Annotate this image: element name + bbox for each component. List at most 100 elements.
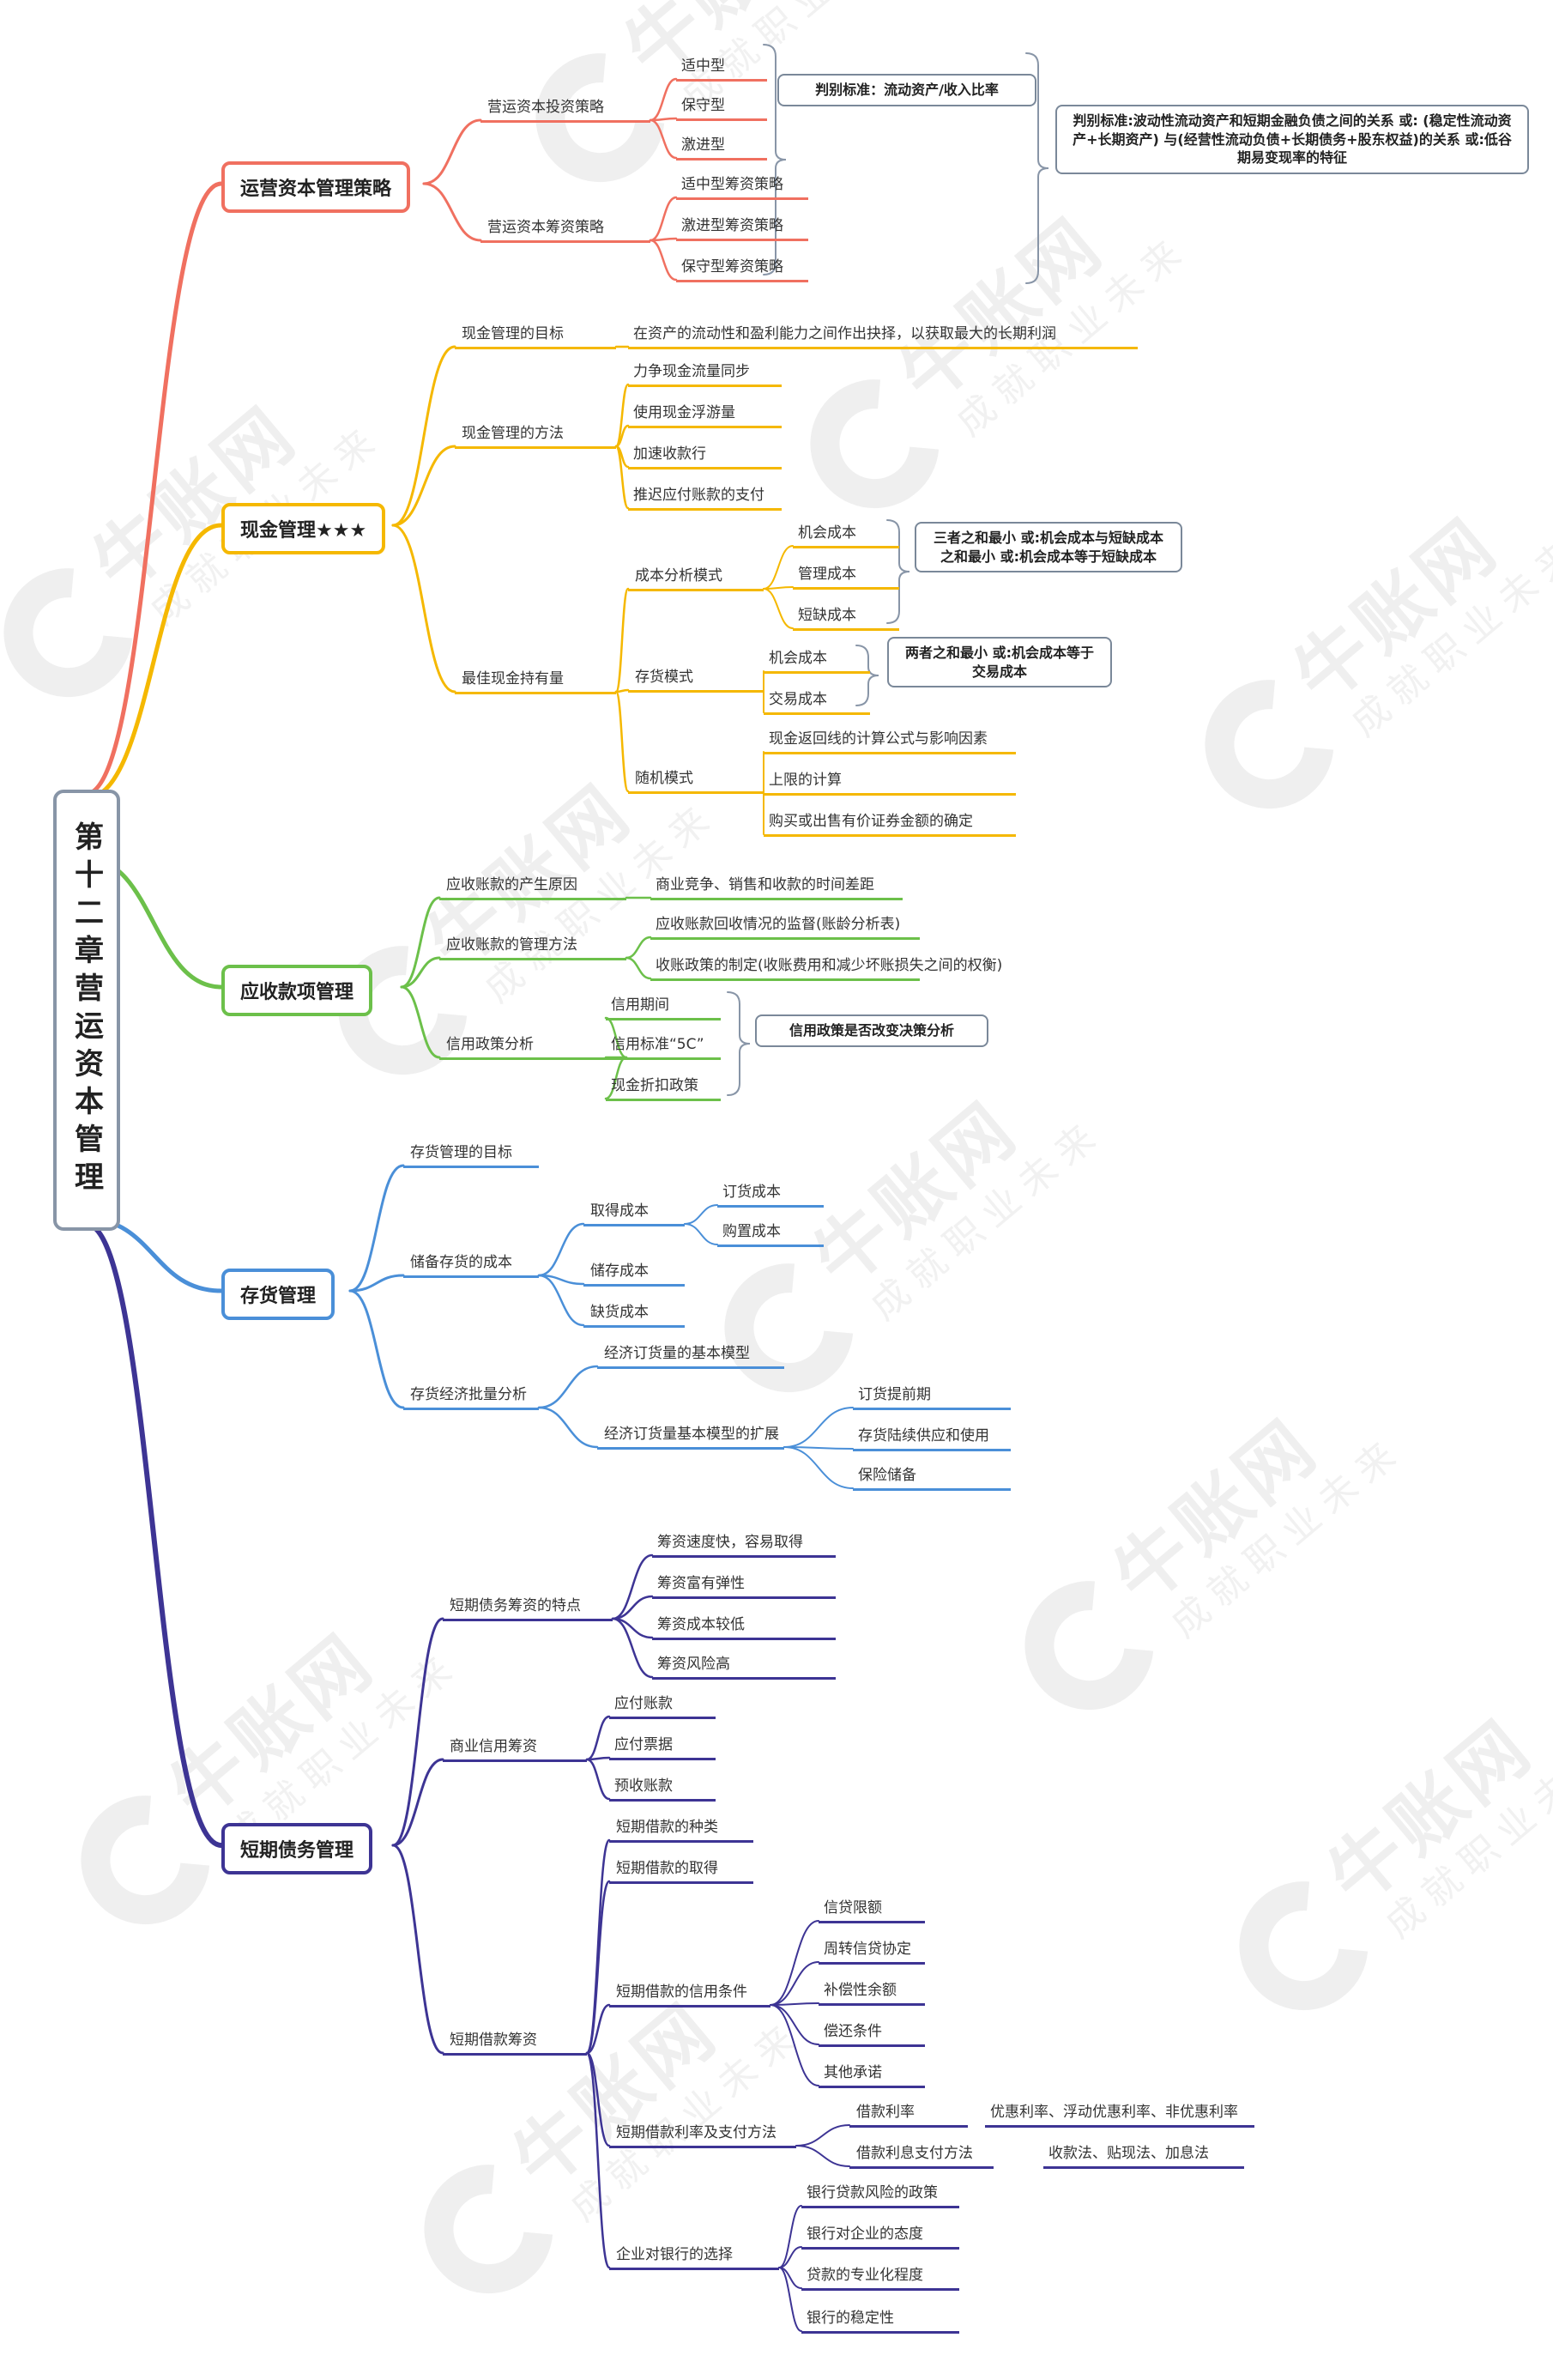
leaf-node[interactable]: 管理成本 [793, 561, 899, 590]
leaf-node[interactable]: 银行贷款风险的政策 [801, 2180, 959, 2208]
leaf-node[interactable]: 交易成本 [764, 687, 870, 715]
topic-node[interactable]: 应收账款的管理方法 [439, 932, 626, 960]
connector [537, 1365, 599, 1409]
leaf-node[interactable]: 保守型 [676, 93, 767, 121]
leaf-node[interactable]: 优惠利率、浮动优惠利率、非优惠利率 [985, 2099, 1254, 2128]
leaf-node[interactable]: 筹资风险高 [652, 1651, 836, 1680]
leaf-node[interactable]: 信用期间 [606, 992, 721, 1020]
connector [400, 956, 441, 989]
connector [614, 690, 630, 793]
leaf-node[interactable]: 应付账款 [609, 1691, 716, 1719]
subtopic-node[interactable]: 经济订货量基本模型的扩展 [597, 1421, 784, 1450]
leaf-node[interactable]: 使用现金浮游量 [628, 400, 782, 428]
subtopic-node[interactable]: 企业对银行的选择 [609, 2242, 779, 2270]
leaf-node[interactable]: 保险储备 [853, 1463, 1011, 1491]
leaf-node[interactable]: 信贷限额 [819, 1895, 925, 1923]
topic-node[interactable]: 营运资本筹资策略 [480, 215, 650, 243]
leaf-node[interactable]: 力争现金流量同步 [628, 359, 782, 387]
leaf-node[interactable]: 信用标准“5C” [606, 1032, 721, 1060]
leaf-node[interactable]: 应收账款回收情况的监督(账龄分析表) [650, 911, 920, 940]
leaf-node[interactable]: 补偿性余额 [819, 1977, 925, 2006]
leaf-node[interactable]: 存货陆续供应和使用 [853, 1423, 1011, 1451]
leaf-node[interactable]: 机会成本 [764, 645, 870, 674]
leaf-node[interactable]: 激进型 [676, 132, 767, 160]
leaf-node[interactable]: 保守型筹资策略 [676, 254, 808, 282]
leaf-node[interactable]: 加速收款行 [628, 441, 782, 469]
branch-node[interactable]: 运营资本管理策略 [221, 161, 411, 213]
connector [400, 985, 441, 1059]
branch-node[interactable]: 短期债务管理 [221, 1823, 373, 1874]
topic-node[interactable]: 短期借款筹资 [443, 2027, 587, 2056]
leaf-node[interactable]: 商业竞争、销售和收款的时间差距 [650, 872, 903, 900]
leaf-node[interactable]: 激进型筹资策略 [676, 213, 808, 241]
topic-node[interactable]: 应收账款的产生原因 [439, 872, 626, 900]
connector [778, 2205, 802, 2268]
connector [422, 118, 482, 185]
leaf-node[interactable]: 在资产的流动性和盈利能力之间作出抉择，以获取最大的长期利润 [628, 321, 1138, 349]
leaf-node[interactable]: 收账政策的制定(收账费用和减少坏账损失之间的权衡) [650, 953, 1002, 981]
subtopic-node[interactable]: 借款利率 [849, 2099, 968, 2128]
summary-note[interactable]: 判别标准:波动性流动资产和短期金融负债之间的关系 或: (稳定性流动资产+长期资… [1055, 105, 1529, 174]
leaf-node[interactable]: 短缺成本 [793, 603, 899, 631]
subtopic-node[interactable]: 短期借款的种类 [609, 1814, 753, 1843]
subtopic-node[interactable]: 短期借款利率及支付方法 [609, 2120, 796, 2148]
subtopic-node[interactable]: 取得成本 [583, 1198, 685, 1226]
leaf-node[interactable]: 适中型 [676, 53, 767, 82]
topic-node[interactable]: 存货管理的目标 [403, 1140, 539, 1168]
subtopic-node[interactable]: 储存成本 [583, 1258, 685, 1287]
leaf-node[interactable]: 筹资成本较低 [652, 1612, 836, 1640]
subtopic-node[interactable]: 随机模式 [628, 766, 764, 794]
root-node[interactable]: 第十二章营运资本管理 [53, 790, 120, 1231]
summary-note[interactable]: 两者之和最小 或:机会成本等于交易成本 [887, 637, 1112, 688]
leaf-node[interactable]: 贷款的专业化程度 [801, 2262, 959, 2291]
leaf-node[interactable]: 购买或出售有价证券金额的确定 [764, 808, 1016, 837]
leaf-node[interactable]: 购置成本 [717, 1219, 824, 1247]
topic-node[interactable]: 信用政策分析 [439, 1032, 626, 1060]
leaf-node[interactable]: 现金折扣政策 [606, 1073, 721, 1101]
leaf-node[interactable]: 收款法、贴现法、加息法 [1043, 2141, 1244, 2169]
connector [684, 1204, 718, 1225]
leaf-node[interactable]: 筹资富有弹性 [652, 1571, 836, 1599]
summary-note[interactable]: 三者之和最小 或:机会成本与短缺成本之和最小 或:机会成本等于短缺成本 [915, 522, 1182, 573]
topic-node[interactable]: 短期债务筹资的特点 [443, 1593, 613, 1621]
subtopic-node[interactable]: 存货模式 [628, 664, 764, 693]
connector [348, 1274, 405, 1293]
subtopic-node[interactable]: 短期借款的取得 [609, 1856, 753, 1884]
leaf-node[interactable]: 预收账款 [609, 1773, 716, 1802]
leaf-node[interactable]: 订货提前期 [853, 1382, 1011, 1410]
topic-node[interactable]: 营运资本投资策略 [480, 94, 650, 123]
leaf-node[interactable]: 机会成本 [793, 520, 899, 548]
topic-node[interactable]: 商业信用筹资 [443, 1734, 587, 1762]
connector [585, 1880, 611, 2055]
connector [649, 118, 678, 160]
branch-node[interactable]: 存货管理 [221, 1269, 335, 1320]
topic-node[interactable]: 存货经济批量分析 [403, 1382, 539, 1410]
connector [83, 523, 224, 801]
summary-note[interactable]: 信用政策是否改变决策分析 [755, 1014, 988, 1047]
leaf-node[interactable]: 其他承诺 [819, 2060, 925, 2088]
branch-node[interactable]: 现金管理★★★ [221, 503, 386, 554]
leaf-node[interactable]: 银行的稳定性 [801, 2305, 959, 2334]
subtopic-node[interactable]: 借款利息支付方法 [849, 2141, 994, 2169]
leaf-node[interactable]: 上限的计算 [764, 767, 1016, 796]
topic-node[interactable]: 现金管理的目标 [455, 321, 616, 349]
subtopic-node[interactable]: 短期借款的信用条件 [609, 1979, 770, 2008]
subtopic-node[interactable]: 缺货成本 [583, 1299, 685, 1328]
leaf-node[interactable]: 周转信贷协定 [819, 1936, 925, 1965]
leaf-node[interactable]: 应付票据 [609, 1732, 716, 1760]
topic-node[interactable]: 最佳现金持有量 [455, 666, 616, 694]
leaf-node[interactable]: 推迟应付账款的支付 [628, 482, 782, 511]
leaf-node[interactable]: 适中型筹资策略 [676, 172, 808, 200]
leaf-node[interactable]: 银行对企业的态度 [801, 2221, 959, 2250]
leaf-node[interactable]: 偿还条件 [819, 2019, 925, 2047]
subtopic-node[interactable]: 成本分析模式 [628, 563, 764, 591]
leaf-node[interactable]: 订货成本 [717, 1179, 824, 1208]
leaf-node[interactable]: 筹资速度快，容易取得 [652, 1529, 836, 1558]
topic-node[interactable]: 储备存货的成本 [403, 1250, 539, 1278]
branch-node[interactable]: 应收款项管理 [221, 965, 373, 1016]
topic-node[interactable]: 现金管理的方法 [455, 421, 616, 449]
leaf-node[interactable]: 现金返回线的计算公式与影响因素 [764, 726, 1016, 754]
summary-note[interactable]: 判别标准：流动资产/收入比率 [777, 74, 1036, 106]
subtopic-node[interactable]: 经济订货量的基本模型 [597, 1341, 784, 1369]
connector [537, 1222, 585, 1277]
